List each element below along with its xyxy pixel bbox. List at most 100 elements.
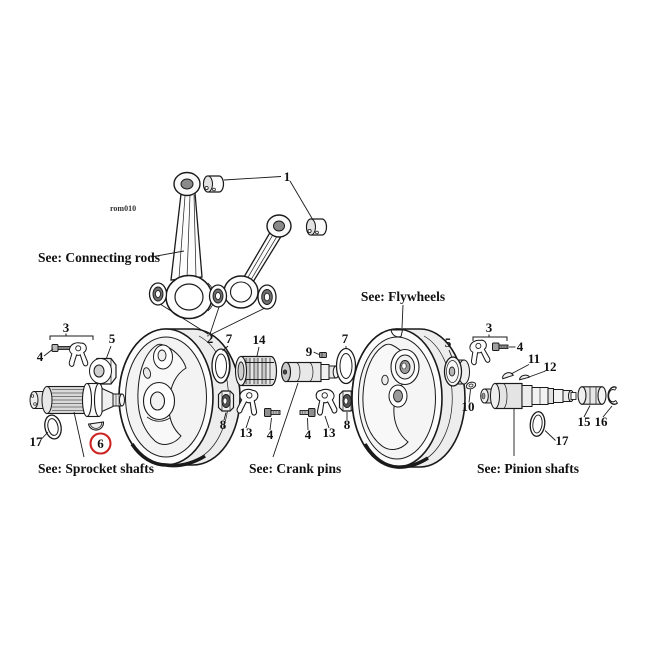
roller-bearing-part-14 xyxy=(234,355,278,387)
lock-plate-part-13-left xyxy=(236,388,259,416)
dowel-part-9 xyxy=(319,352,327,358)
front-connecting-rod xyxy=(165,171,215,320)
leader-part-12 xyxy=(528,370,546,378)
leader-connecting-rods xyxy=(150,250,185,258)
callout-11: 11 xyxy=(528,351,540,366)
leader-part-1 xyxy=(223,176,314,221)
leader-part-13-right xyxy=(324,415,330,429)
bracket-3-left xyxy=(49,333,94,340)
leader-part-17-right xyxy=(544,430,556,441)
nut-part-8-right xyxy=(338,390,356,412)
right-flywheel-slot xyxy=(381,374,389,386)
figure-code: rom010 xyxy=(110,204,136,213)
leader-part-13-left xyxy=(245,415,251,429)
leader-part-5-left xyxy=(106,345,112,359)
callout-12: 12 xyxy=(544,359,557,374)
leader-part-10 xyxy=(468,389,471,403)
leader-crank-pin xyxy=(272,382,299,458)
callout-4-left: 4 xyxy=(37,349,44,364)
callout-13-right: 13 xyxy=(323,425,337,440)
left-flywheel-slot xyxy=(142,367,152,379)
crank-pin xyxy=(280,361,340,383)
washer-part-17-right xyxy=(529,411,546,437)
section-link-pinion-shafts[interactable]: See: Pinion shafts xyxy=(477,461,579,476)
callout-3-right: 3 xyxy=(486,320,493,335)
highlight-circle-part-6 xyxy=(89,432,112,455)
callout-3-left: 3 xyxy=(63,320,70,335)
callout-labels: 1 2 3 4 5 17 6 7 8 14 13 4 9 4 13 7 8 5 … xyxy=(30,169,609,451)
woodruff-key-part-6 xyxy=(87,421,104,431)
bolt-part-4-right xyxy=(492,342,509,351)
leader-part-4-left xyxy=(43,348,54,357)
right-flywheel-crankpin-boss xyxy=(390,348,420,386)
key-part-12 xyxy=(519,374,530,381)
leader-part-4-crank-right xyxy=(307,417,309,431)
lock-plate-part-3-right xyxy=(469,339,491,366)
leader-part-7-left xyxy=(222,345,229,352)
connecting-rods-group xyxy=(148,171,328,320)
leader-flywheels xyxy=(401,304,404,329)
callout-7-right: 7 xyxy=(342,331,349,346)
callout-1: 1 xyxy=(284,169,291,184)
callout-6-highlighted: 6 xyxy=(97,436,104,451)
leader-part-16 xyxy=(602,405,613,418)
right-flywheel-notch xyxy=(390,329,404,338)
sprocket-shaft-group xyxy=(29,333,125,455)
leader-part-8-left xyxy=(223,412,227,421)
bushing-part-1-right xyxy=(305,218,328,236)
leader-part-4-crank-left xyxy=(269,417,272,431)
thrust-washer-part-2-b xyxy=(208,284,228,308)
callout-17-left: 17 xyxy=(30,434,44,449)
callout-16: 16 xyxy=(595,414,609,429)
callout-5-left: 5 xyxy=(109,331,116,346)
callout-4-right: 4 xyxy=(517,339,524,354)
bolt-part-4-crank-left xyxy=(264,408,281,417)
right-flywheel-center-bore xyxy=(388,384,408,408)
sprocket-shaft xyxy=(29,382,125,418)
bearing-part-15 xyxy=(577,386,607,405)
pinion-shaft-group xyxy=(443,334,618,437)
spacer-part-5-right xyxy=(443,356,470,387)
section-labels: rom010 See: Connecting rods See: Flywhee… xyxy=(38,204,579,476)
washer-part-17-left xyxy=(44,414,62,440)
callout-10: 10 xyxy=(462,399,475,414)
leader-lines xyxy=(41,176,613,458)
section-link-sprocket-shafts[interactable]: See: Sprocket shafts xyxy=(38,461,154,476)
callout-15: 15 xyxy=(578,414,592,429)
pinion-shaft xyxy=(480,382,577,410)
callout-17-right: 17 xyxy=(556,433,570,448)
right-flywheel xyxy=(351,328,466,469)
nut-part-8-left xyxy=(217,390,235,412)
callout-8-left: 8 xyxy=(220,417,227,432)
crank-pin-group xyxy=(211,347,357,417)
thrust-washer-part-2-a xyxy=(148,282,168,306)
leader-part-15 xyxy=(583,405,591,418)
thrust-washer-part-2-c xyxy=(257,284,277,310)
leader-part-9 xyxy=(313,351,320,355)
left-flywheel xyxy=(118,328,241,468)
section-link-crank-pins[interactable]: See: Crank pins xyxy=(249,461,341,476)
bolt-part-4-left xyxy=(51,344,72,352)
bolt-part-4-crank-right xyxy=(299,408,316,417)
leader-sprocket-shaft xyxy=(73,411,85,458)
lock-plate-part-13-right xyxy=(315,388,338,416)
washer-part-7-left xyxy=(211,348,231,384)
section-link-flywheels[interactable]: See: Flywheels xyxy=(361,289,445,304)
callout-13-left: 13 xyxy=(240,425,254,440)
callout-4-crank-left: 4 xyxy=(267,427,274,442)
leader-part-5-right xyxy=(448,349,453,358)
rear-connecting-rod xyxy=(223,214,292,309)
callout-8-right: 8 xyxy=(344,417,351,432)
callout-7-left: 7 xyxy=(226,331,233,346)
leader-part-14 xyxy=(256,346,260,357)
section-link-connecting-rods[interactable]: See: Connecting rods xyxy=(38,250,160,265)
callout-14: 14 xyxy=(253,332,267,347)
key-part-11 xyxy=(502,372,514,380)
washer-part-7-right xyxy=(335,347,357,385)
callout-2: 2 xyxy=(207,331,214,346)
leader-part-11 xyxy=(510,364,530,375)
nut-part-5-left xyxy=(89,357,117,385)
lock-plate-part-3-left xyxy=(68,342,89,367)
